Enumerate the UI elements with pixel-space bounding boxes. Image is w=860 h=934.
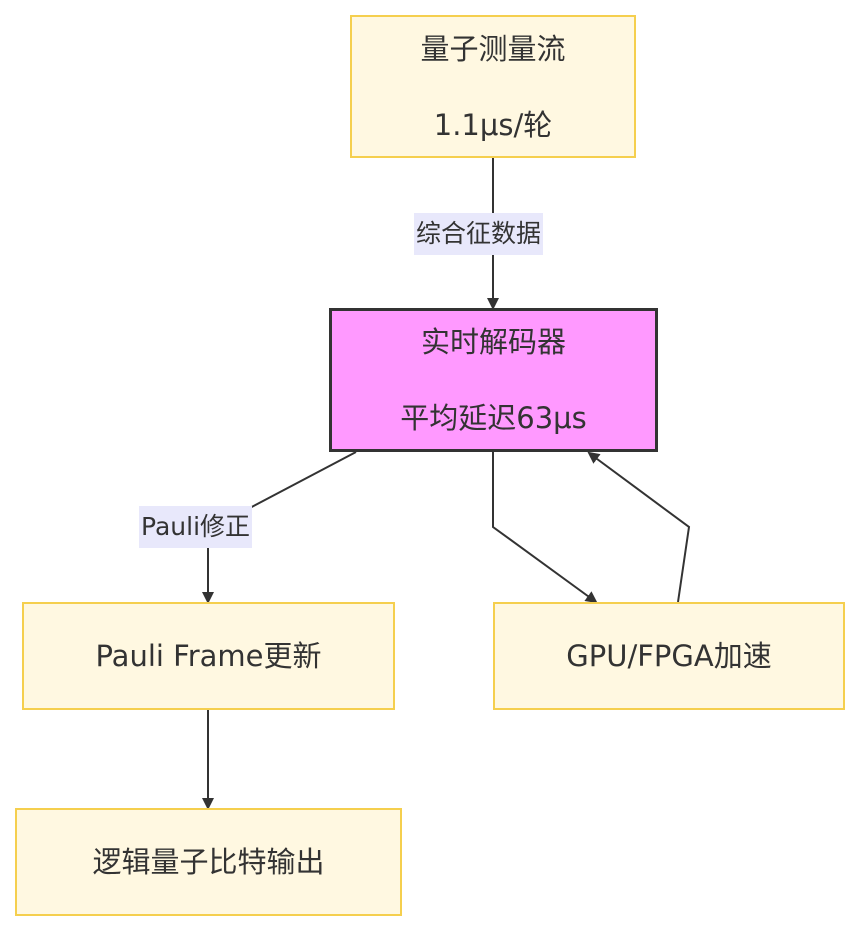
node-accel-label: GPU/FPGA加速 xyxy=(566,639,772,673)
node-decoder-latency: 平均延迟63μs xyxy=(400,401,587,435)
node-logical-out-label: 逻辑量子比特输出 xyxy=(92,845,325,879)
edge-label-syndrome: 综合征数据 xyxy=(414,213,544,255)
node-measure-rate: 1.1μs/轮 xyxy=(433,107,553,142)
node-pauli-frame-update: Pauli Frame更新 xyxy=(22,602,395,710)
node-gpu-fpga-acceleration: GPU/FPGA加速 xyxy=(493,602,845,710)
node-realtime-decoder: 实时解码器 平均延迟63μs xyxy=(329,308,658,452)
edge-accel-to-decoder xyxy=(587,451,691,603)
edge-label-pauli-correction: Pauli修正 xyxy=(139,506,253,548)
node-quantum-measurement-stream: 量子测量流 1.1μs/轮 xyxy=(350,15,636,158)
node-measure-title: 量子测量流 xyxy=(420,31,566,66)
node-logical-qubit-output: 逻辑量子比特输出 xyxy=(15,808,402,916)
edge-decoder-to-accel xyxy=(492,452,598,604)
node-decoder-title: 实时解码器 xyxy=(420,325,566,359)
node-pauli-frame-label: Pauli Frame更新 xyxy=(95,639,322,673)
